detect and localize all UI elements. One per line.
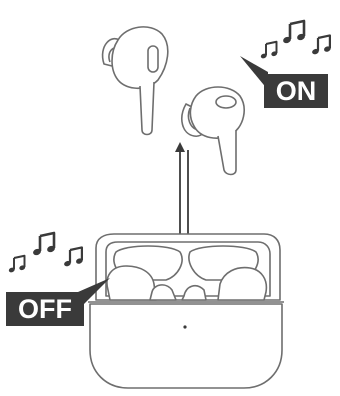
on-label: ON — [276, 76, 317, 106]
left-earbud-icon — [103, 27, 168, 135]
music-notes-icon — [260, 21, 331, 59]
music-notes-icon — [8, 233, 83, 273]
off-label: OFF — [18, 294, 72, 324]
on-badge-pointer — [240, 56, 268, 90]
right-earbud-icon — [182, 87, 244, 175]
double-arrow-icon — [175, 142, 193, 244]
charging-case-icon — [88, 234, 284, 388]
on-indicator: ON — [240, 21, 331, 108]
